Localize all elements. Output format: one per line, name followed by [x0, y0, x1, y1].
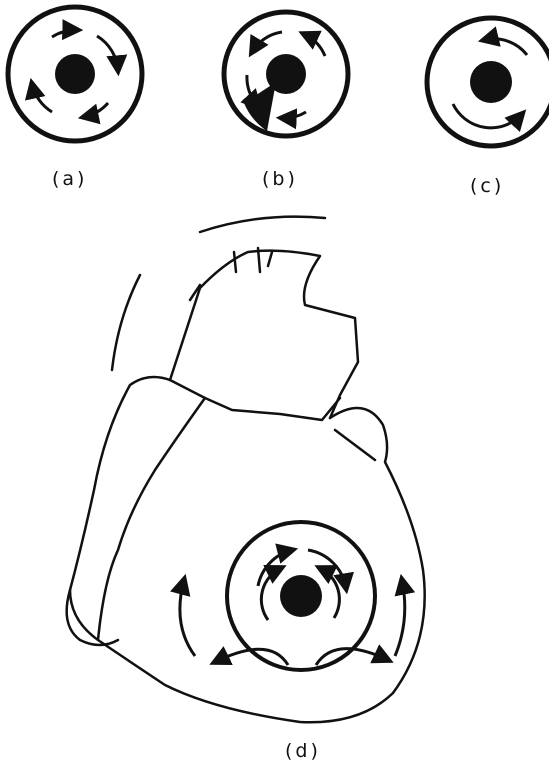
atrial-groove — [335, 430, 375, 460]
panel-b-arrow-right — [304, 34, 325, 56]
panel-a-label: (a) — [52, 168, 87, 190]
panel-d-rings — [180, 522, 405, 670]
panel-d-arrow-inner-right — [320, 568, 339, 618]
aortic-arch-curve — [200, 217, 325, 232]
panel-d-arrow-side-left — [180, 580, 195, 656]
panel-c-rings — [427, 18, 549, 146]
base-line — [170, 380, 340, 420]
panel-a-arrow-bottom-left — [32, 84, 52, 112]
panel-a-rings — [8, 7, 142, 141]
panel-a-arrow-bottom-right — [84, 103, 108, 117]
panel-a-arrow-top-left — [52, 30, 77, 37]
ventricle-outline — [70, 377, 425, 722]
panel-c-label: (c) — [470, 175, 504, 197]
panel-c-arrow-bottom — [453, 104, 522, 128]
great-vessels — [170, 251, 358, 418]
septal-groove — [98, 398, 205, 640]
panel-d-arrow-side-right — [395, 580, 405, 656]
panel-b-label: (b) — [262, 168, 298, 190]
panel-a-arrow-top-right — [97, 36, 118, 70]
panel-d-label: (d) — [285, 740, 321, 762]
panel-b-arrow-top — [252, 32, 282, 52]
panel-b-rings — [224, 12, 348, 136]
panel-c-arrow-top — [484, 39, 527, 55]
panel-d-arrow-inner-left — [261, 568, 281, 620]
panel-b-arrow-bottom — [282, 112, 306, 118]
vena-cava-line — [112, 275, 140, 370]
